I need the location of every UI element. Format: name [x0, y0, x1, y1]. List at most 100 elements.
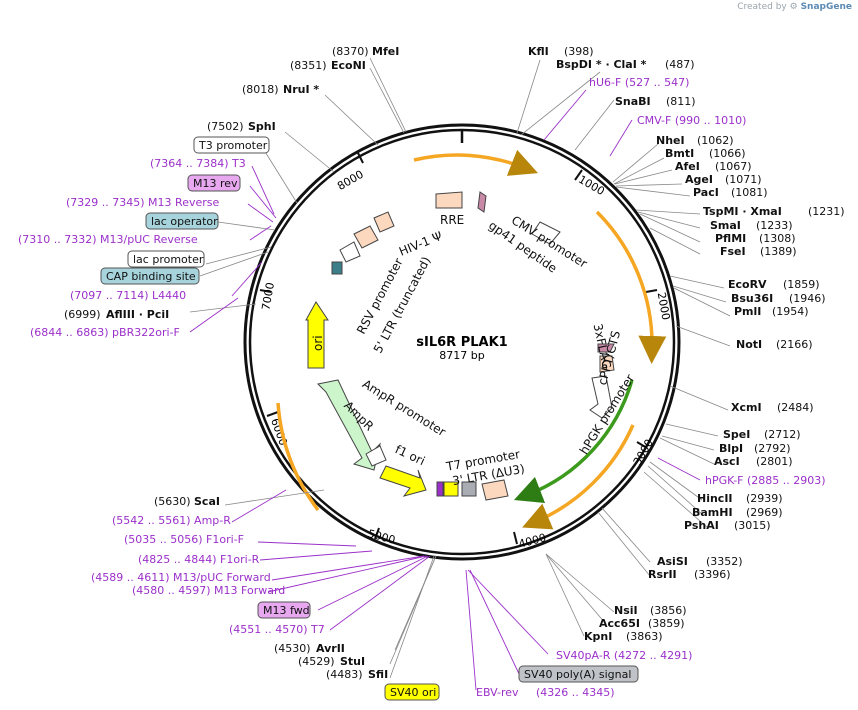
box-m13-rev: [187, 174, 241, 192]
rre-box: [435, 191, 463, 209]
primer-label: SV40pA-R (4272 .. 4291): [556, 649, 692, 662]
primer-label: (4326 .. 4345): [536, 686, 615, 699]
primer-label: CMV-F (990 .. 1010): [637, 114, 746, 127]
site-pos: (1308): [759, 232, 796, 245]
sv40-ori-box: [443, 481, 459, 497]
inner-features: [305, 191, 615, 501]
site-name: AsiSI: [657, 555, 688, 568]
site-name: Bsu36I: [731, 292, 773, 305]
box-m13-fwd: [257, 601, 311, 619]
box-t3-promoter: [193, 136, 270, 154]
tick-label: 7000: [259, 281, 277, 311]
site-pos: (2801): [756, 455, 793, 468]
tick-label: 2000: [655, 291, 673, 321]
box-lac-promoter: [127, 250, 205, 268]
site-pos: (8370): [332, 45, 369, 58]
site-pos: (1859): [783, 278, 820, 291]
site-name: EcoNI: [331, 59, 366, 72]
site-pos: (1066): [709, 147, 746, 160]
site-name: HincII: [697, 492, 733, 505]
arc-feature-top: [413, 149, 539, 176]
hiv-psi-arrow: [339, 241, 361, 263]
site-name: PflMI: [715, 232, 746, 245]
site-pos: (3396): [694, 568, 731, 581]
site-name: NotI: [736, 338, 762, 351]
site-pos: (5630): [154, 495, 191, 508]
site-pos: (4483): [326, 668, 363, 681]
site-name: SfiI: [368, 668, 388, 681]
site-name: NheI: [656, 134, 685, 147]
box-label: lac operator: [151, 215, 218, 228]
site-name: TspMI · XmaI: [703, 205, 782, 218]
site-pos: (7502): [207, 120, 244, 133]
site-labels-left: (8370) MfeI (8351) EcoNI (8018) NruI * (…: [64, 45, 399, 681]
box-sv40-polya: [518, 665, 639, 683]
primer-label: (7329 .. 7345) M13 Reverse: [66, 196, 219, 209]
site-name: XcmI: [731, 401, 762, 414]
site-labels-right: KflI (398) BspDI * · ClaI * (487) SnaBI …: [528, 45, 845, 643]
site-pos: (1231): [808, 205, 845, 218]
plasmid-name: sIL6R PLAK1: [416, 335, 507, 350]
site-name: AflIII · PciI: [106, 308, 169, 321]
primer-label: (7310 .. 7332) M13/pUC Reverse: [18, 233, 198, 246]
site-name: NruI *: [283, 83, 319, 96]
primer-label: (7097 .. 7114) L4440: [70, 289, 186, 302]
primer-label: hU6-F (527 .. 547): [589, 76, 689, 89]
box-label: CAP binding site: [106, 270, 196, 283]
label-ampr-promoter: AmpR promoter: [360, 377, 448, 439]
site-name: Acc65I: [599, 617, 640, 630]
box-cap-binding: [100, 267, 200, 285]
site-pos: (1081): [731, 186, 768, 199]
site-name: MfeI: [372, 45, 399, 58]
site-pos: (6999): [64, 308, 101, 321]
site-pos: (2712): [764, 428, 801, 441]
cppt-box: [599, 355, 615, 373]
site-name: ScaI: [194, 495, 220, 508]
site-pos: (487): [665, 58, 695, 71]
backbone-outer: [243, 123, 681, 561]
tick-marks: [259, 152, 658, 545]
rsv-box: [373, 211, 395, 233]
box-label: M13 fwd: [263, 604, 310, 617]
snapgene-credit: Created by ⚙ SnapGene: [737, 2, 852, 12]
site-pos: (8351): [290, 59, 327, 72]
site-pos: (2939): [746, 492, 783, 505]
box-label: M13 rev: [193, 177, 238, 190]
site-name: EcoRV: [728, 278, 767, 291]
leader-lines: [189, 57, 731, 679]
site-pos: (1067): [715, 160, 752, 173]
plasmid-length: 8717 bp: [439, 349, 484, 362]
site-pos: (398): [564, 45, 594, 58]
backbone-inner: [248, 128, 676, 556]
site-name: NsiI: [614, 604, 638, 617]
site-pos: (2792): [754, 442, 791, 455]
site-pos: (8018): [242, 83, 279, 96]
primer-label: hPGK-F (2885 .. 2903): [705, 474, 826, 487]
arc-feature-bottom-right: [522, 424, 635, 530]
site-pos: (1062): [697, 134, 734, 147]
box-lac-operator: [145, 212, 219, 230]
site-name: FseI: [720, 245, 746, 258]
ampr-arrow: [316, 379, 381, 471]
site-name: PshAI: [684, 519, 719, 532]
site-pos: (1071): [725, 173, 762, 186]
site-name: AfeI: [675, 160, 700, 173]
hpgk-promoter-arrow: [589, 375, 613, 419]
arc-feature-right: [595, 210, 667, 364]
site-pos: (2969): [746, 506, 783, 519]
primer-label: EBV-rev: [476, 686, 519, 699]
box-label: T3 promoter: [198, 139, 268, 152]
ltr5-box: [353, 225, 379, 249]
label-ori: ori: [311, 335, 325, 351]
t7-promoter-box: [436, 481, 444, 497]
ampr-promoter-arrow: [365, 445, 387, 467]
site-name: AscI: [714, 455, 740, 468]
site-pos: (4530): [274, 642, 311, 655]
boxed-labels: T3 promoter M13 rev lac operator lac pro…: [100, 136, 639, 701]
site-name: KpnI: [584, 630, 612, 643]
primer-label: (4825 .. 4844) F1ori-R: [138, 553, 260, 566]
site-name: BspDI * · ClaI *: [556, 58, 647, 71]
small-feature: [331, 261, 343, 275]
label-rre: RRE: [440, 213, 464, 227]
site-name: PacI: [693, 186, 719, 199]
